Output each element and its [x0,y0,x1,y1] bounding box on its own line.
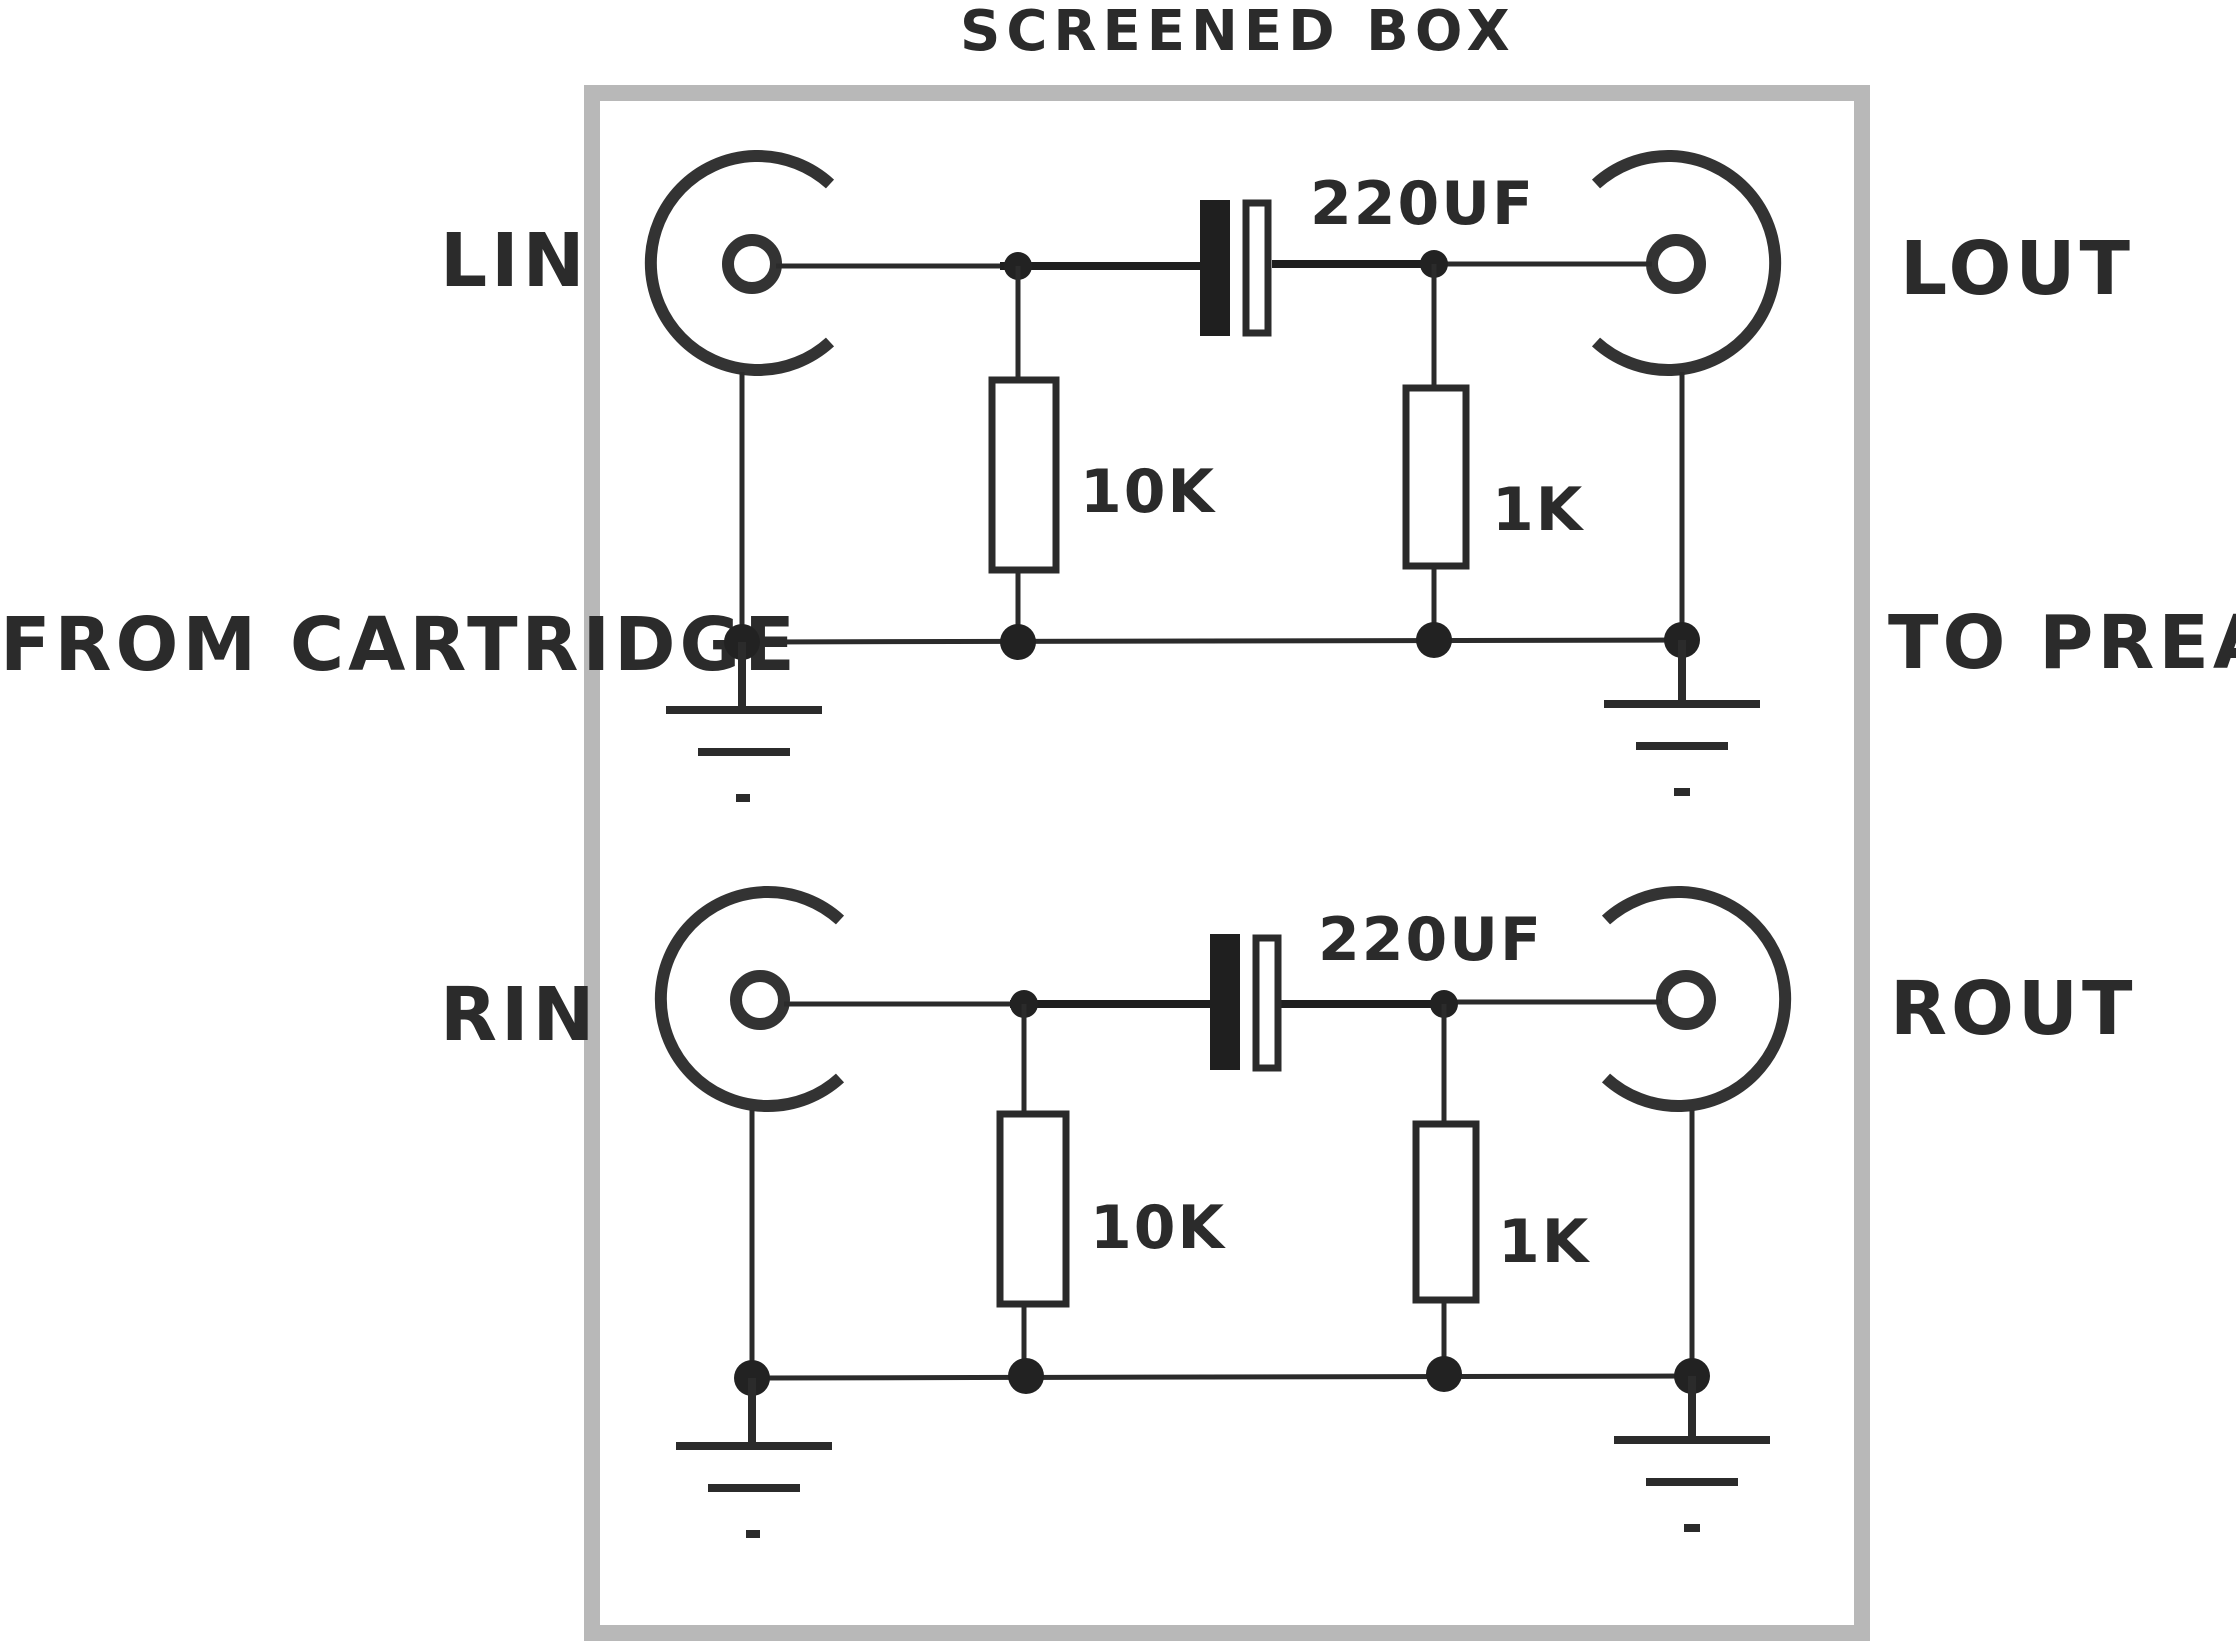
from-cartridge-label: FROM CARTRIDGE [0,602,799,688]
left-input-jack [644,150,835,376]
left-resistor-10k [988,376,1060,574]
right-resistor-10k [996,1110,1070,1308]
right-ground-symbol-input [676,1378,832,1538]
right-ground-node-2 [1008,1358,1044,1394]
right-resistor-1k-label: 1K [1498,1207,1591,1277]
left-capacitor-label: 220UF [1310,169,1535,239]
box-title: SCREENED BOX [960,0,1516,64]
right-resistor-10k-label: 10K [1090,1193,1226,1263]
left-resistor-1k-label: 1K [1492,475,1585,545]
left-ground-node-2 [1000,624,1036,660]
left-channel-circuit: 220UF 10K 1K [440,150,2134,802]
right-output-jack [1601,886,1792,1112]
left-capacitor [1200,199,1272,337]
screened-box-frame [584,85,1870,1641]
right-channel-circuit: 220UF 10K 1K [440,886,2136,1538]
right-input-jack [654,886,845,1112]
left-ground-symbol-input [666,642,822,802]
right-resistor-1k [1412,1120,1480,1304]
rout-label: ROUT [1890,966,2136,1052]
lout-label: LOUT [1900,226,2134,312]
right-capacitor-label: 220UF [1318,905,1543,975]
left-resistor-10k-label: 10K [1080,457,1216,527]
left-ground-symbol-output [1604,640,1760,796]
left-ground-node-3 [1416,622,1452,658]
left-resistor-1k [1402,384,1470,570]
lin-label: LIN [440,218,589,304]
rin-label: RIN [440,972,598,1058]
right-ground-symbol-output [1614,1376,1770,1532]
right-capacitor [1210,934,1282,1072]
to-preamp-label: TO PREAMP [1888,600,2236,686]
right-ground-node-3 [1426,1356,1462,1392]
